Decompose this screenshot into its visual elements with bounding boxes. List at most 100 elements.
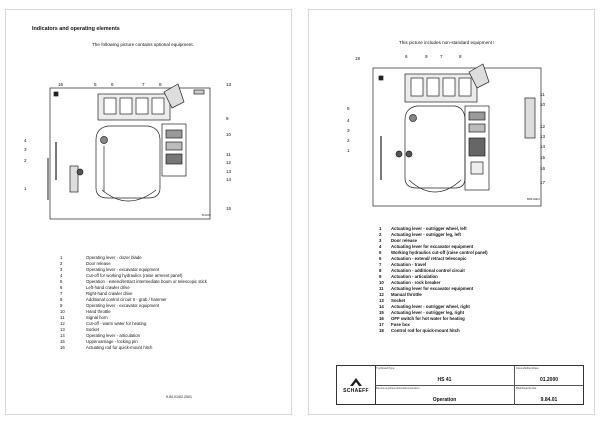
legend-text: Additional control circuit II - grab / h…: [86, 297, 167, 302]
legend-text: Actuating lever - outrigger leg, right: [391, 310, 465, 315]
callout-13b: 13: [226, 82, 232, 87]
figure-ref-right: B8410EN: [527, 197, 540, 201]
legend-number: 12: [60, 321, 65, 326]
page-heading: Indicators and operating elements: [32, 26, 120, 32]
legend-number: 2: [379, 232, 382, 237]
cab-diagram-right: B8410EN: [372, 63, 542, 207]
type-value: HS 41: [437, 377, 452, 383]
legend-number: 3: [60, 267, 63, 272]
callout-r2: 2: [347, 138, 350, 143]
legend-number: 2: [60, 261, 63, 266]
legend-number: 16: [379, 316, 384, 321]
legend-number: 7: [60, 291, 63, 296]
legend-text: Actuating lever for excavator equipment: [391, 286, 474, 291]
legend-number: 15: [60, 339, 65, 344]
legend-text: Actuating lever - outrigger wheel, left: [391, 226, 467, 231]
legend-number: 18: [379, 328, 384, 333]
description-cell: Benennung/Description/Dénomination Opera…: [375, 386, 515, 405]
legend-number: 4: [379, 244, 382, 249]
legend-text: Control rod for quick-mount hitch: [391, 328, 460, 333]
legend-number: 7: [379, 262, 382, 267]
callout-13: 13: [226, 169, 232, 174]
legend-text: Operating lever - excavator equipment: [86, 303, 160, 308]
legend-text: Hand throttle: [86, 309, 111, 314]
legend-item: 18 Control rod for quick-mount hitch: [379, 328, 488, 334]
callout-1: 1: [24, 186, 27, 191]
legend-item: 13 Socket: [60, 327, 207, 333]
callout-r12: 12: [540, 124, 546, 129]
callout-r17: 17: [540, 180, 546, 185]
callout-5: 5: [94, 82, 97, 87]
legend-number: 13: [60, 327, 65, 332]
figure-subtitle-right: This picture includes non-standard equip…: [399, 40, 495, 45]
date-label: Datum/Edition/Data: [516, 366, 539, 370]
legend-text: Operating lever - excavator equipment: [86, 267, 160, 272]
left-page: Indicators and operating elements The fo…: [6, 10, 291, 414]
legend-text: Cut-off for working hydraulics (raise ar…: [86, 273, 183, 278]
callout-r4: 4: [347, 118, 350, 123]
page-cell: Blatt/Page/Feuille 9.84.01: [515, 386, 583, 405]
callout-r18: 18: [355, 56, 361, 61]
legend-number: 3: [379, 238, 382, 243]
legend-number: 17: [379, 322, 384, 327]
legend-text: Actuating lever - outrigger wheel, right: [391, 304, 470, 309]
callout-r15: 15: [540, 155, 546, 160]
legend-text: Socket: [86, 327, 100, 332]
callout-r7: 7: [440, 54, 443, 59]
legend-text: Signal horn: [86, 315, 108, 320]
legend-text: Fuse box: [391, 322, 410, 327]
legend-number: 14: [60, 333, 65, 338]
description-label: Benennung/Description/Dénomination: [376, 386, 420, 390]
legend-item: 3 Operating lever - excavator equipment: [60, 267, 207, 273]
description-value: Operation: [432, 397, 457, 403]
figure-subtitle: The following picture contains optional …: [92, 42, 194, 47]
callout-9: 9: [226, 116, 229, 121]
callout-14: 14: [226, 177, 232, 182]
legend-item: 17 Fuse box: [379, 322, 488, 328]
callout-r16: 16: [540, 166, 546, 171]
legend-item: 12 Cut-off - warm water for heating: [60, 321, 207, 327]
legend-number: 12: [379, 292, 384, 297]
callout-11: 11: [226, 152, 231, 157]
legend-number: 1: [60, 255, 63, 260]
callout-r14: 14: [540, 144, 546, 149]
legend-text: Actuation - extend/ retract telescopic: [391, 256, 467, 261]
legend-text: Door release: [391, 238, 418, 243]
legend-item: 8 Additional control circuit II - grab / …: [60, 297, 207, 303]
legend-number: 9: [60, 303, 63, 308]
legend-text: Socket: [391, 298, 406, 303]
cab-diagram-left: B4100: [47, 83, 211, 220]
legend-text: Left-hand crawler drive: [86, 285, 130, 290]
legend-text: Working hydraulics cut-off (raise contro…: [391, 250, 488, 255]
legend-item: 2 Door release: [60, 261, 207, 267]
callout-7: 7: [142, 82, 145, 87]
callout-r1: 1: [347, 148, 350, 153]
date-cell: Datum/Edition/Data 01.2000: [515, 366, 583, 386]
legend-number: 8: [60, 297, 63, 302]
legend-text: Door release: [86, 261, 111, 266]
page-value: 9.84.01: [540, 397, 558, 403]
callout-2: 2: [24, 158, 27, 163]
title-block: SCHAEFF Typ/Model/Type HS 41 Datum/Editi…: [336, 365, 584, 405]
schaeff-logo: SCHAEFF: [337, 366, 376, 405]
legend-text: Cut-off - warm water for heating: [86, 321, 147, 326]
legend-text: Actuating lever for excavator equipment: [391, 244, 474, 249]
legend-text: Actuation - articulation: [391, 274, 438, 279]
callout-r8: 8: [459, 54, 462, 59]
legend-text: Upperoarriage - locking pin: [86, 339, 138, 344]
callout-4: 4: [24, 138, 27, 143]
legend-number: 5: [379, 250, 382, 255]
